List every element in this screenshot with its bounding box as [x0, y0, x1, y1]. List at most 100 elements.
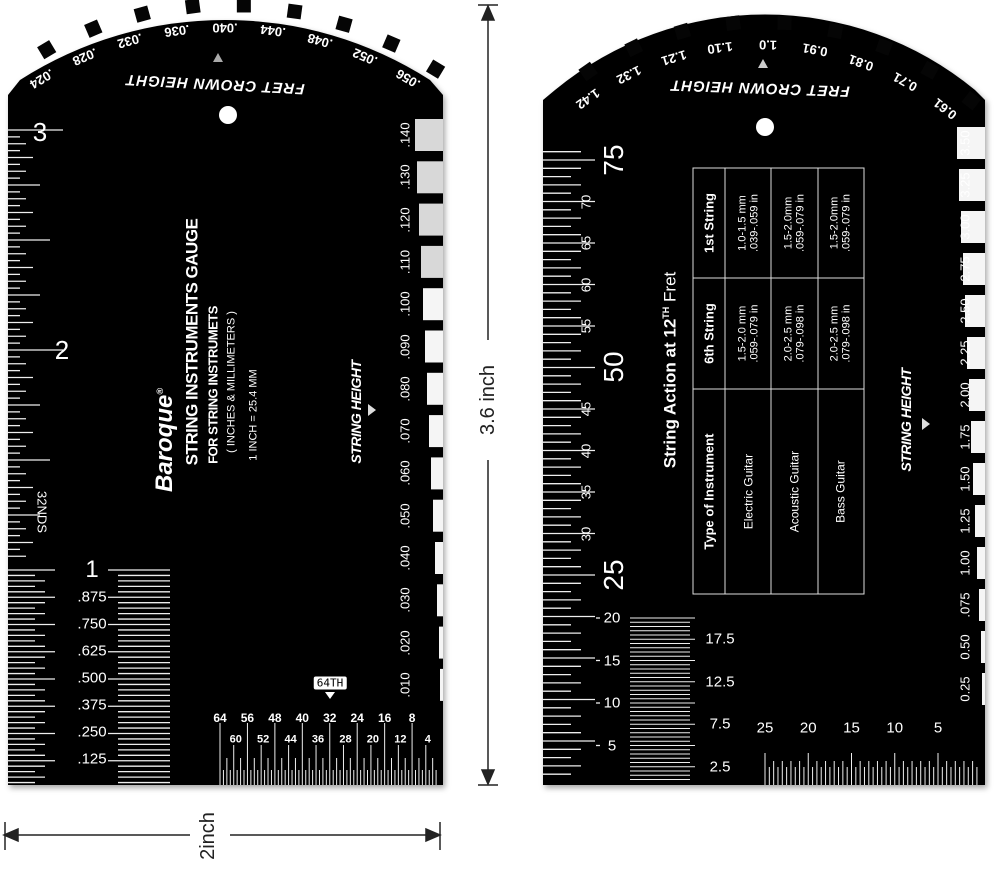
- action-range-cell: 1.5-2.0mm.059-.079 in: [817, 168, 864, 278]
- string-height-value: .010: [397, 672, 413, 698]
- fret-crown-value: .040: [212, 20, 238, 36]
- gauge-tooth: [335, 15, 353, 33]
- brand-logo: Baroque®: [151, 388, 178, 492]
- string-height-value: .140: [397, 122, 413, 148]
- string-action-title-text: String Action at 12: [660, 318, 680, 469]
- gauge-subtitle: FOR STRING INSTRUMETS: [205, 306, 221, 464]
- units-note: ( INCHES & MILLIMETERS ): [225, 311, 238, 453]
- bottom-scale-label: 5: [933, 719, 943, 737]
- string-height-notch: [959, 169, 985, 201]
- mm-minor-label: 70: [578, 194, 594, 209]
- fret-crown-value: 1.0: [758, 37, 778, 53]
- fraction-label: .875: [77, 588, 107, 606]
- string-height-value: .075: [957, 592, 973, 618]
- height-dimension-label: 3.6 inch: [477, 364, 499, 436]
- fraction-label: .750: [77, 615, 107, 633]
- string-height-value: .130: [397, 164, 413, 190]
- fret-crown-value: .044: [259, 22, 287, 41]
- left-string-height-pointer-icon: [368, 404, 376, 416]
- string-height-notch: [437, 584, 443, 617]
- gauge-tooth: [425, 59, 446, 79]
- mm-minor-label: 30: [578, 526, 594, 541]
- fraction-label: .125: [77, 750, 107, 768]
- 64th-major-label: 64: [213, 711, 227, 725]
- mm-minor-label: 60: [578, 277, 594, 292]
- bottom-scale-label: 20: [799, 719, 817, 737]
- bottom-scale-label: 10: [886, 719, 904, 737]
- fraction-label: .625: [77, 642, 107, 660]
- gauge-tooth: [725, 15, 742, 31]
- instrument-cell: Acoustic Guitar: [771, 389, 818, 594]
- 64th-minor-label: 44: [284, 733, 297, 746]
- string-height-value: .060: [397, 460, 413, 487]
- string-height-notch: [415, 119, 443, 151]
- action-range-value: .059-.079 in: [840, 193, 853, 253]
- string-height-value: 3.00: [957, 214, 973, 240]
- 64th-label: 64TH: [313, 676, 347, 690]
- string-height-value: 1.50: [957, 466, 973, 492]
- fraction-label: .500: [77, 669, 107, 687]
- string-height-notch: [973, 463, 985, 495]
- action-range-cell: 2.0-2.5 mm.079-.098 in: [771, 277, 818, 390]
- gauge-tooth: [184, 0, 201, 15]
- instrument-cell: Bass Guitar: [817, 389, 864, 594]
- 64th-major-label: 24: [350, 711, 364, 725]
- string-height-value: .070: [397, 418, 413, 444]
- inch-label-2: 2: [54, 335, 70, 365]
- string-height-notch: [421, 245, 443, 278]
- fraction-label: 1: [85, 556, 99, 583]
- action-range-cell: 1.5-2.0 mm.059-.079 in: [724, 277, 772, 390]
- string-height-value: .080: [397, 376, 413, 402]
- mm-minor-label: 40: [578, 443, 594, 458]
- string-action-title: String Action at 12TH Fret: [660, 272, 680, 469]
- gauge-tooth: [382, 34, 401, 53]
- fraction-label: .375: [77, 696, 107, 714]
- left-hanging-hole: [219, 106, 237, 124]
- action-range-cell: 1.5-2.0mm.059-.079 in: [771, 168, 818, 278]
- gauge-tooth: [827, 22, 844, 40]
- 64th-minor-label: 4: [424, 733, 431, 746]
- 64th-major-label: 32: [323, 711, 337, 725]
- table-header-row: Type of Instrument 6th String 1st String: [693, 168, 725, 594]
- string-height-notch: [425, 330, 443, 363]
- 64th-minor-label: 36: [311, 733, 325, 746]
- bottom-scale-label: 15: [843, 719, 860, 737]
- gauge-tooth: [37, 40, 57, 60]
- string-height-value: 1.75: [957, 424, 973, 450]
- string-height-value: 2.75: [957, 256, 973, 282]
- string-height-notch: [435, 542, 443, 574]
- action-range-value: .039-.059 in: [748, 193, 761, 253]
- string-height-value: 3.25: [957, 172, 973, 198]
- instrument-cell: Electric Guitar: [724, 389, 772, 594]
- string-height-notch: [977, 547, 985, 579]
- string-height-notch: [981, 631, 985, 663]
- string-height-value: 1.25: [957, 508, 973, 534]
- string-action-title-sup: TH: [660, 306, 671, 319]
- string-height-notch: [431, 457, 443, 490]
- ruler-unit-label: 32NDS: [34, 491, 50, 533]
- gauge-tooth: [133, 5, 151, 23]
- mm-lower-label: 5: [607, 737, 617, 754]
- gauge-tooth: [286, 3, 303, 20]
- string-height-value: .020: [397, 629, 413, 656]
- left-gauge-body: [8, 19, 443, 785]
- string-height-value: .050: [397, 503, 413, 529]
- gauge-tooth: [961, 90, 982, 111]
- gauge-tooth: [84, 19, 103, 38]
- string-height-notch: [433, 499, 443, 532]
- 64th-major-label: 40: [295, 711, 309, 725]
- header-first-string: 1st String: [693, 168, 725, 278]
- action-range-value: 2.0-2.5 mm: [828, 305, 841, 362]
- mm-lower-label: 20: [603, 609, 621, 627]
- string-height-notch: [975, 505, 985, 537]
- mm-minor-label: 45: [578, 401, 594, 417]
- string-height-notch: [440, 668, 443, 701]
- string-height-notch: [417, 161, 443, 194]
- left-string-height-label: STRING HEIGHT: [348, 360, 364, 464]
- 64th-minor-label: 28: [339, 733, 352, 746]
- gauge-tooth: [777, 15, 792, 31]
- brand-registered-mark: ®: [155, 388, 165, 395]
- string-height-value: 2.50: [957, 298, 973, 324]
- 64th-pointer-icon: [325, 692, 335, 699]
